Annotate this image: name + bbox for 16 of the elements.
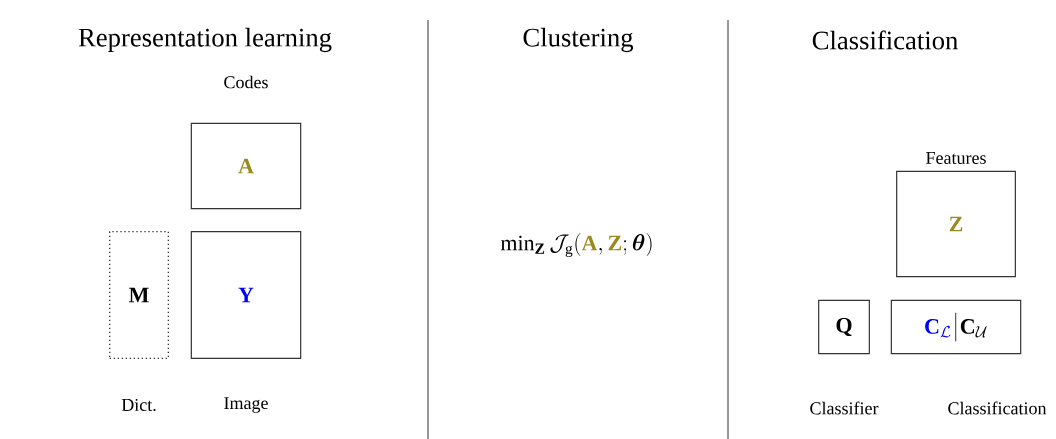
matrix-box: $\mathbf{A}$ [190, 122, 302, 210]
column-heading: Classification [812, 30, 958, 50]
box-caption: Image [224, 397, 268, 413]
box-caption: Codes [224, 75, 268, 89]
box-caption: Dict. [121, 398, 156, 412]
objective-formula: $\min_{\mathbf{Z}}\mathcal{J}_{\mathrm{g}}({\color{olive}\mathbf{A}},{\color{olive}\mathbf{Z}};\boldsymbol{\theta})$ [500, 233, 652, 257]
dictionary-box: $\mathbf{M}$ [109, 231, 169, 359]
box-caption: Classification [948, 401, 1047, 415]
column-heading: Representation learning [78, 27, 332, 53]
matrix-box: $\mathbf{Z}$ [896, 170, 1016, 278]
column-heading: Clustering [523, 27, 634, 53]
box-caption: Features [926, 152, 986, 164]
box-caption: Classifier [810, 401, 879, 415]
matrix-box: $\mathbf{Y}$ [190, 231, 302, 359]
matrix-box: $\mathbf{Q}$ [818, 299, 870, 355]
matrix-box: $\mathbf{C}_{\mathcal{L}}$ $\mathbf{C}_{\mathcal{U}}$ [890, 299, 1022, 355]
